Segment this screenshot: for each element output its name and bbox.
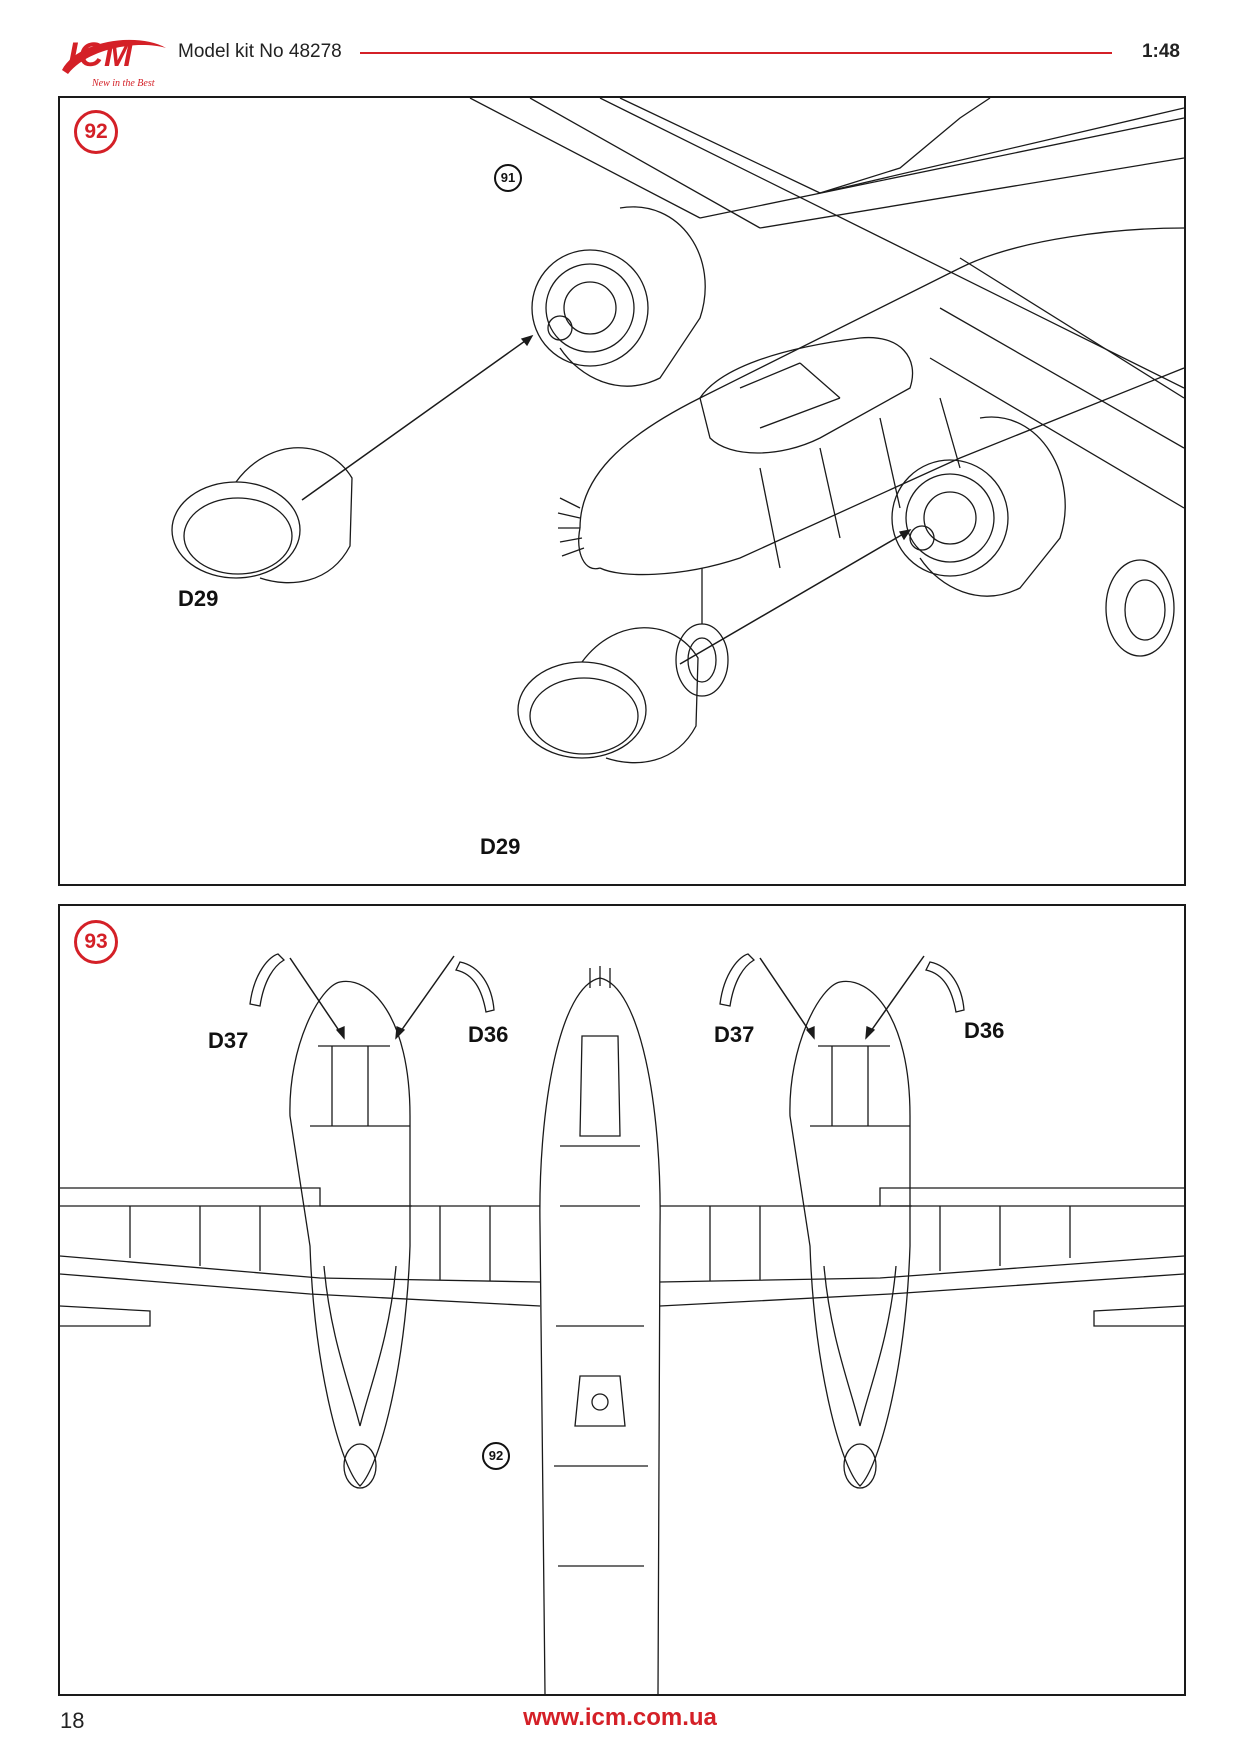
reference-step-badge: 92	[482, 1442, 510, 1470]
part-label-d29: D29	[480, 834, 521, 859]
website-link[interactable]: www.icm.com.ua	[523, 1704, 717, 1731]
page-header: ICM New in the Best Model kit No 48278 1…	[58, 26, 1184, 96]
part-label-d36: D36	[964, 1018, 1005, 1043]
cowl-flaps-assembly-drawing	[60, 953, 1184, 1694]
logo-swoosh-icon	[62, 39, 166, 74]
logo-brand: ICM	[68, 36, 134, 74]
step-number-badge: 93	[74, 920, 118, 964]
logo-tagline: New in the Best	[92, 78, 155, 89]
step-panel-93: 93 92 D37 D36 D37 D36	[58, 904, 1186, 1696]
page-number: 18	[60, 1708, 85, 1733]
engine-cowling-assembly-drawing	[171, 98, 1184, 764]
header-divider	[360, 52, 1112, 54]
icm-logo: ICM New in the Best	[58, 30, 170, 90]
part-label-d37: D37	[208, 1028, 249, 1053]
part-label-d37: D37	[714, 1022, 755, 1047]
step-number-badge: 92	[74, 110, 118, 154]
part-label-d29: D29	[178, 586, 219, 611]
kit-number: Model kit No 48278	[178, 41, 342, 62]
reference-step-badge: 91	[494, 164, 522, 192]
step-panel-92: 92 91 D29 D29	[58, 96, 1186, 886]
part-label-d36: D36	[468, 1022, 509, 1047]
kit-scale: 1:48	[1141, 41, 1180, 62]
